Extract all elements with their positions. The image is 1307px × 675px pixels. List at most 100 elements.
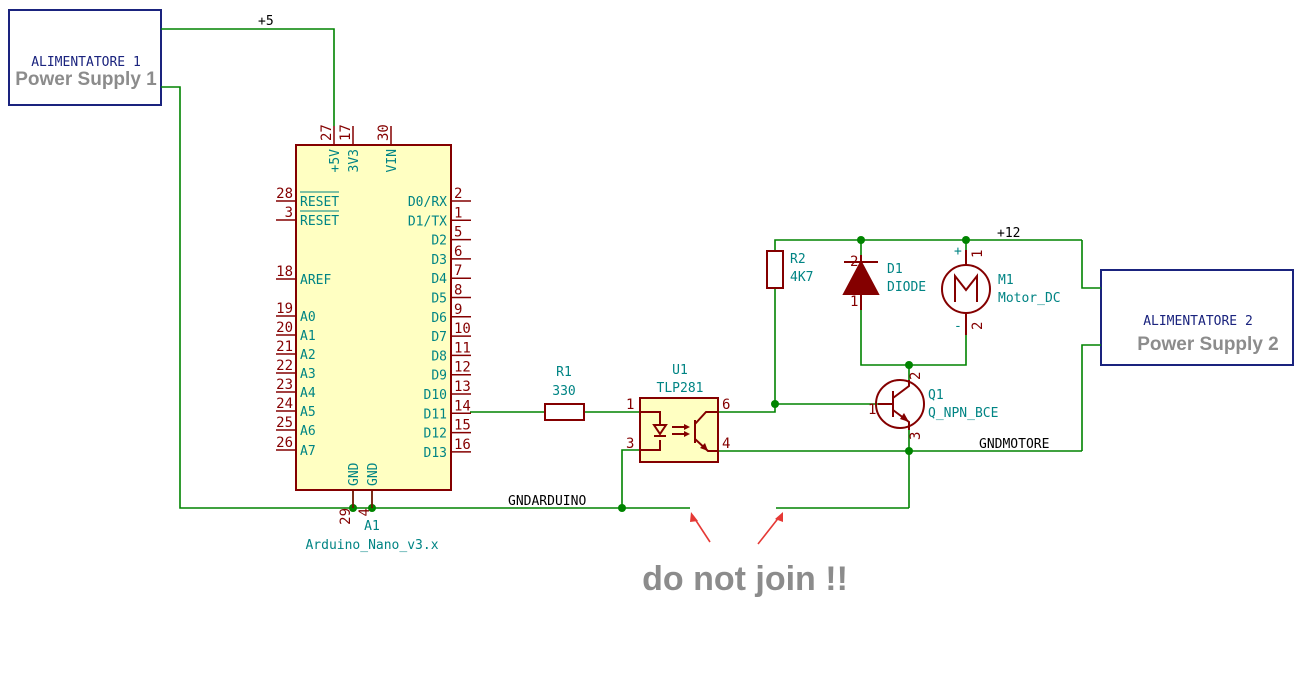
arduino-left-pins: 28RESET3RESET18AREF19A020A121A222A323A42… xyxy=(276,186,339,459)
arduino-pin-number: 23 xyxy=(276,377,293,393)
arduino-pin-name: D5 xyxy=(431,292,447,307)
resistor-r1-body xyxy=(544,403,585,421)
warning-arrow-right xyxy=(757,515,781,545)
power-supply-2-title: Power Supply 2 xyxy=(1137,334,1278,355)
wire-u1-q1base xyxy=(718,403,878,413)
motor-m1: 1 2 + - M1 Motor_DC xyxy=(941,244,1061,335)
arduino-pin-name: VIN xyxy=(385,149,400,172)
wire-gnd-ps1 xyxy=(161,86,372,509)
arduino-pin-number: 6 xyxy=(454,244,462,260)
wire-plus12-top xyxy=(774,239,1082,251)
u1-light-arrowhead xyxy=(684,431,690,437)
arduino-pin-name: GND xyxy=(366,462,381,486)
arduino-pin-number: 8 xyxy=(454,283,462,299)
d1-value: DIODE xyxy=(887,280,926,295)
warning-text: do not join !! xyxy=(642,560,848,598)
wire-d1-m1-bottom xyxy=(860,310,967,366)
m1-ref: M1 xyxy=(998,273,1014,288)
junction-dot xyxy=(857,236,865,244)
arduino-pin-number: 12 xyxy=(454,360,471,376)
power-supply-2: ALIMENTATORE 2 Power Supply 2 xyxy=(1100,269,1294,366)
arduino-pin-name: D7 xyxy=(431,330,447,345)
r1-ref: R1 xyxy=(556,365,572,380)
u1-emitter-arrow xyxy=(700,443,708,451)
arduino-pin-number: 24 xyxy=(276,396,293,412)
arduino-pin-name: RESET xyxy=(300,195,339,210)
arduino-pin-number: 14 xyxy=(454,398,471,414)
q1-ref: Q1 xyxy=(928,388,944,403)
d1-pin-num: 1 xyxy=(850,294,858,310)
m1-circle xyxy=(941,264,991,314)
arduino-pin-name: A0 xyxy=(300,310,316,325)
diode-d1: 2 1 D1 DIODE xyxy=(842,254,926,310)
m1-plus: + xyxy=(954,244,962,259)
arduino-value: Arduino_Nano_v3.x xyxy=(305,538,438,553)
arduino-pin-name: A7 xyxy=(300,444,316,459)
r1-value: 330 xyxy=(552,384,575,399)
arduino-pin-number: 15 xyxy=(454,418,471,434)
u1-led-triangle xyxy=(652,424,668,436)
u1-collector xyxy=(694,411,718,425)
m1-minus: - xyxy=(954,319,962,334)
u1-body xyxy=(639,397,719,463)
arduino-pin-number: 11 xyxy=(454,340,471,356)
arduino-pin-number: 1 xyxy=(454,205,462,221)
power-supply-1-title: Power Supply 1 xyxy=(15,69,157,90)
q1-pin-num: 3 xyxy=(908,432,924,440)
arduino-pin-number: 26 xyxy=(276,435,293,451)
q1-pin-num: 2 xyxy=(908,372,924,380)
arduino-pin-name: A4 xyxy=(300,386,316,401)
q1-pin-num: 1 xyxy=(868,402,876,418)
arduino-pin-name: D11 xyxy=(424,407,447,422)
arduino-pin-number: 27 xyxy=(319,124,335,141)
arduino-pin-number: 5 xyxy=(454,225,462,241)
arduino-pin-name: A5 xyxy=(300,405,316,420)
wire-gndmotore-ps2 xyxy=(1081,344,1101,451)
arduino-pin-number: 9 xyxy=(454,302,462,318)
junction-dot xyxy=(905,447,913,455)
u1-value: TLP281 xyxy=(657,381,704,396)
resistor-r2: R2 4K7 xyxy=(766,250,813,289)
m1-pin-num: 1 xyxy=(970,250,986,258)
wire-u1-pin3 xyxy=(621,449,640,508)
warning-arrowhead xyxy=(775,512,783,522)
net-label-plus5: +5 xyxy=(258,14,274,29)
arduino-body xyxy=(295,144,452,491)
arduino-pin-name: A3 xyxy=(300,367,316,382)
arduino-pin-name: D13 xyxy=(424,446,447,461)
r2-value: 4K7 xyxy=(790,270,813,285)
arduino-pin-number: 16 xyxy=(454,437,471,453)
arduino-pin-number: 18 xyxy=(276,264,293,280)
d1-pin-num: 2 xyxy=(850,254,858,270)
q1-collector xyxy=(892,380,910,399)
arduino-pin-name: D4 xyxy=(431,272,447,287)
arduino-pin-number: 21 xyxy=(276,339,293,355)
u1-led-lead xyxy=(640,411,661,425)
arduino-pin-name: D10 xyxy=(424,388,447,403)
arduino-ref: A1 xyxy=(364,519,380,534)
arduino-pin-number: 20 xyxy=(276,320,293,336)
d1-ref: D1 xyxy=(887,262,903,277)
d1-triangle xyxy=(842,259,880,295)
arduino-pin-number: 22 xyxy=(276,358,293,374)
arduino-pin-number: 13 xyxy=(454,379,471,395)
power-supply-2-box xyxy=(1100,269,1294,366)
u1-light-arrowhead xyxy=(684,424,690,430)
u1-led-lead xyxy=(640,440,661,451)
arduino-pin-number: 29 xyxy=(338,508,354,525)
u1-pin-num: 4 xyxy=(722,436,730,452)
arduino-pin-name: AREF xyxy=(300,273,331,288)
arduino-right-pins: 2D0/RX1D1/TX5D26D37D48D59D610D711D812D91… xyxy=(408,186,471,461)
net-label-plus12: +12 xyxy=(997,226,1020,241)
u1-ref: U1 xyxy=(672,363,688,378)
power-supply-1-label: ALIMENTATORE 1 xyxy=(31,55,141,70)
arduino-pin-name: +5V xyxy=(328,149,343,173)
arduino-pin-name: D0/RX xyxy=(408,195,447,210)
arduino-pin-name: D3 xyxy=(431,253,447,268)
arduino-pin-name: D12 xyxy=(424,427,447,442)
arduino-pin-number: 28 xyxy=(276,186,293,202)
resistor-r1: R1 330 xyxy=(544,365,585,421)
arduino-pin-number: 30 xyxy=(376,124,392,141)
